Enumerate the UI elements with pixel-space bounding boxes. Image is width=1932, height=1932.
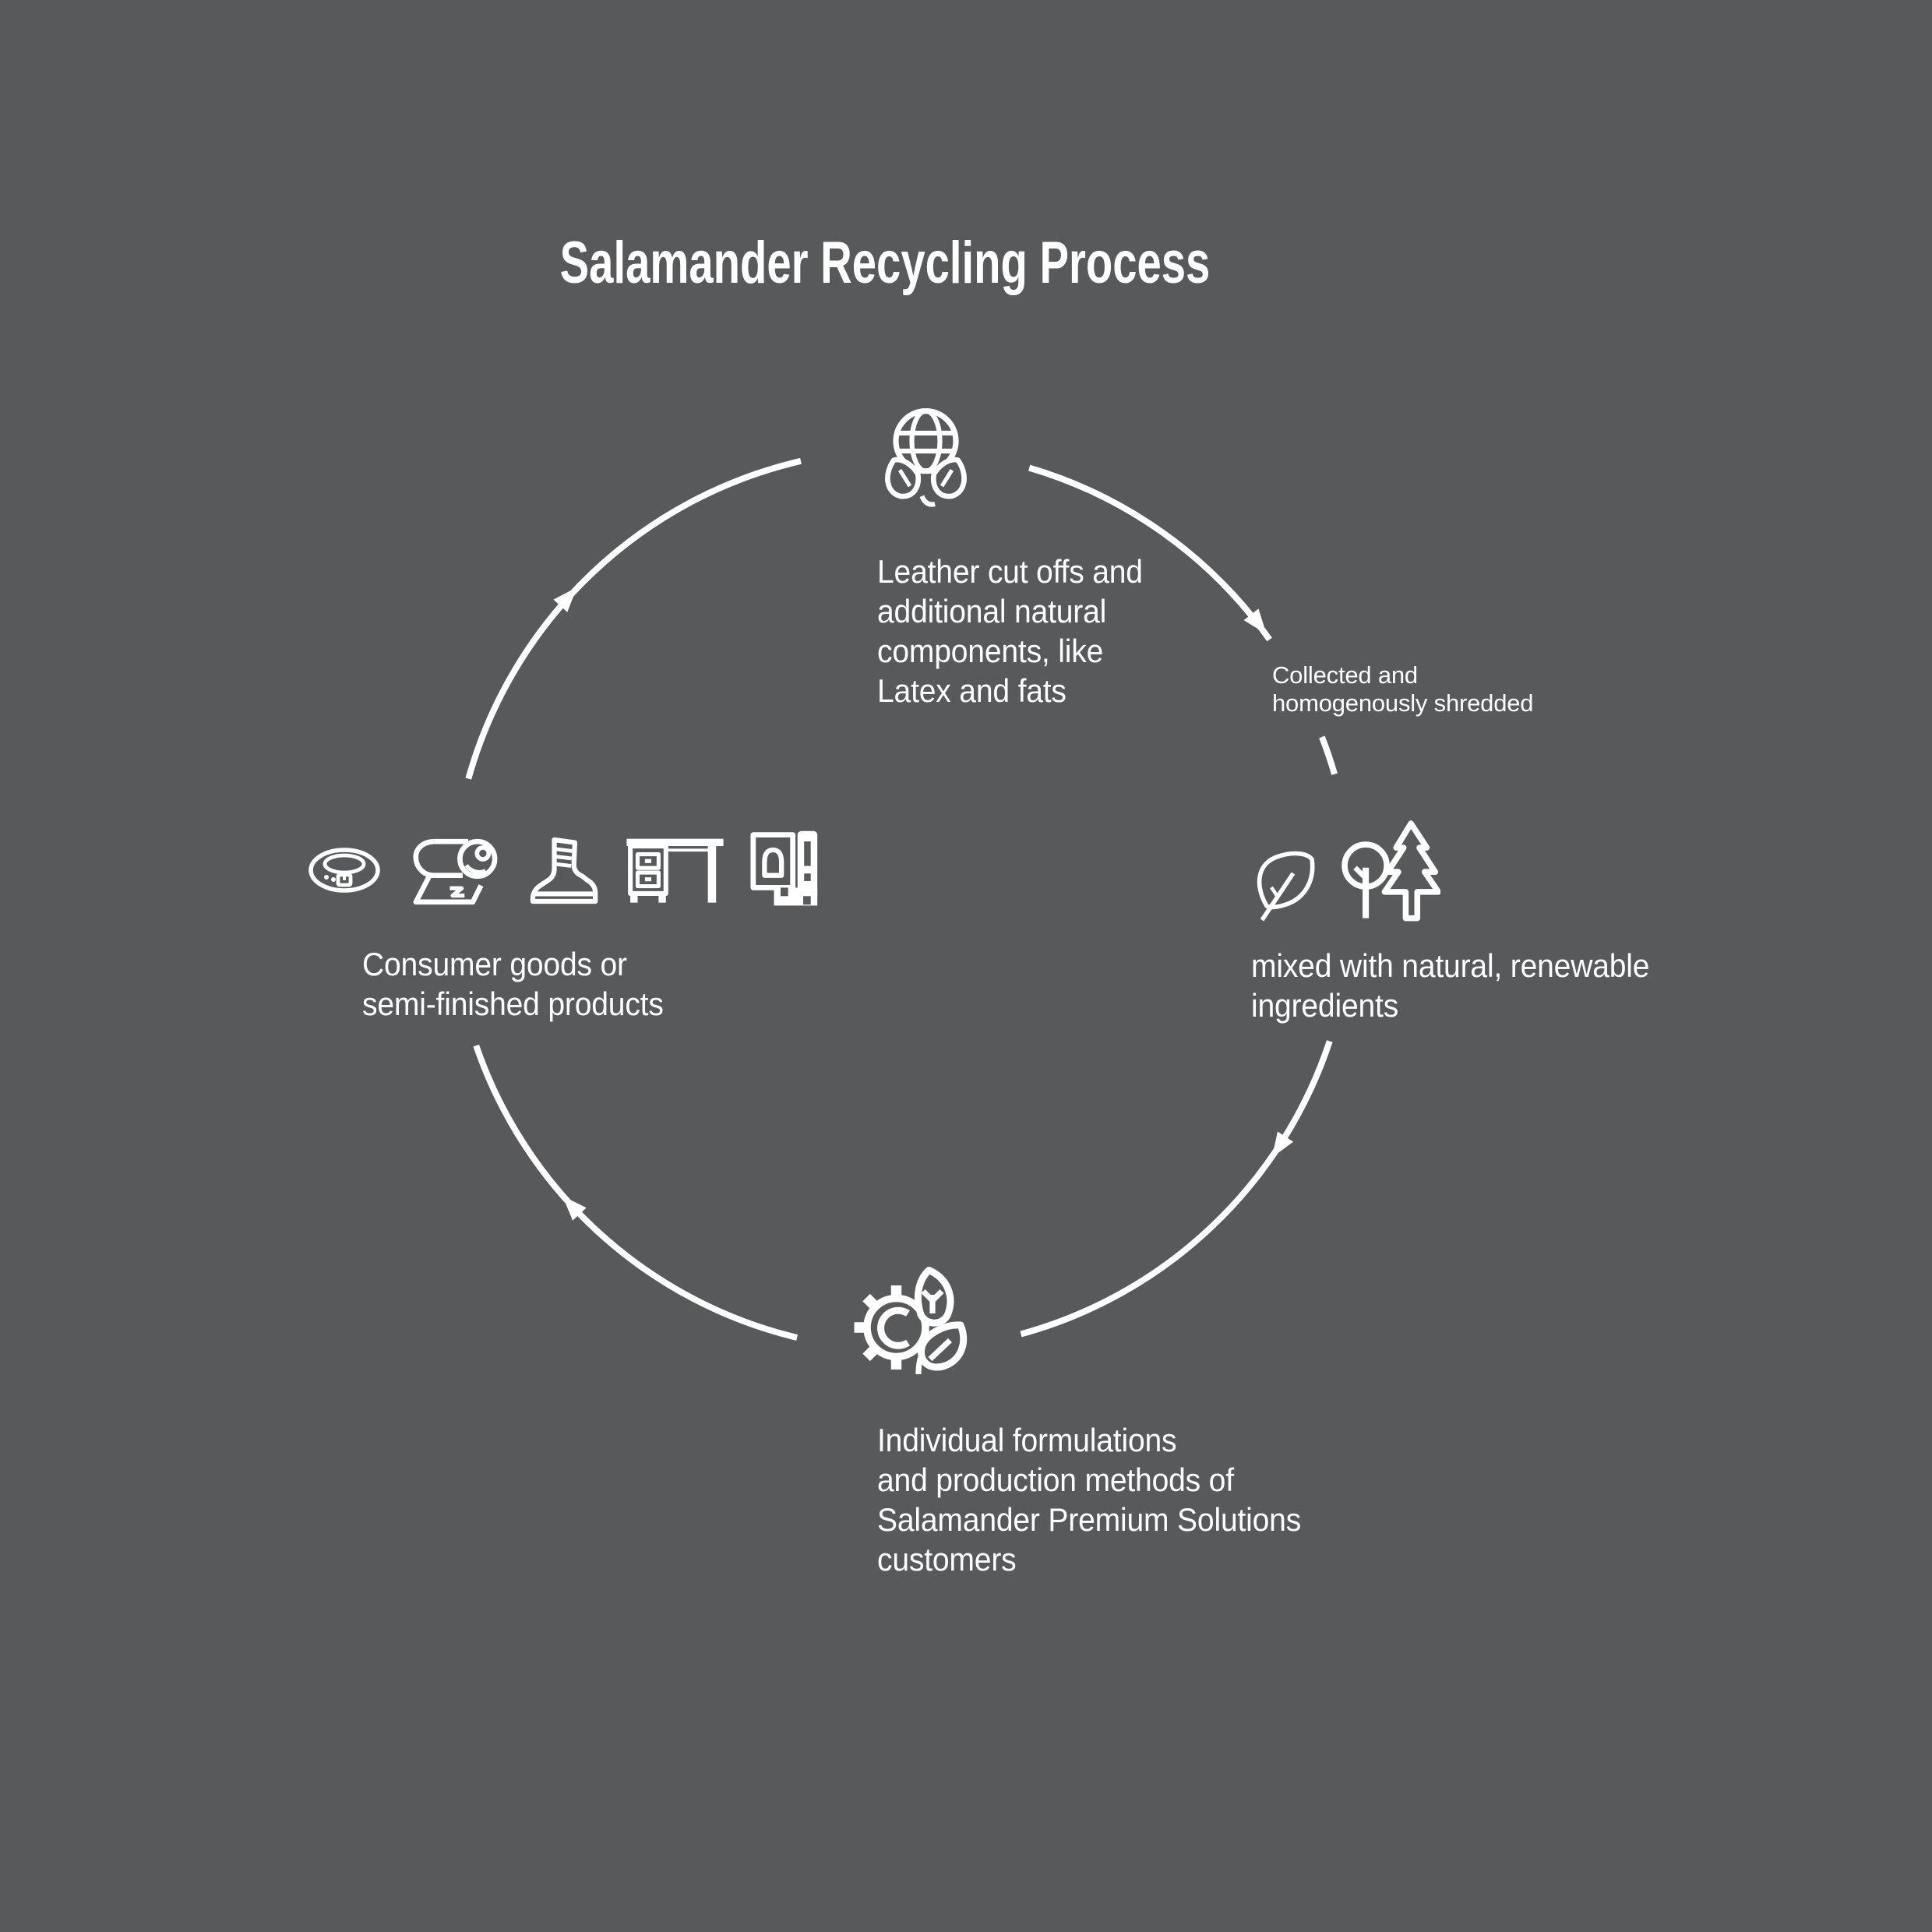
cycle-arc-bottom-left	[473, 1044, 799, 1341]
gear-leaf-icon	[851, 1264, 969, 1377]
cycle-arc-bottom-right	[1020, 1040, 1333, 1338]
desk-icon	[626, 835, 724, 904]
boot-icon	[527, 835, 600, 906]
arrowhead-top-left	[553, 587, 577, 612]
cycle-arc-top-right	[1028, 464, 1272, 642]
stage-collection-shredding-text: Collected and homogenously shredded	[1272, 661, 1534, 717]
arrowhead-bottom-left	[562, 1196, 587, 1221]
stage-mixing-text: mixed with natural, renewable ingredient…	[1251, 947, 1650, 1024]
page-title: Salamander Recycling Process	[559, 230, 1211, 296]
bag-icon	[749, 828, 821, 908]
trees-icon	[1341, 816, 1440, 923]
arrowhead-bottom-right	[1271, 1131, 1294, 1158]
stage-products-text: Consumer goods or semi-finished products	[362, 946, 664, 1022]
arrowhead-top-right	[1243, 608, 1267, 634]
cycle-arc-top-left	[465, 457, 802, 780]
leaf-icon	[1253, 847, 1317, 922]
stage-production-text: Individual formulations and production m…	[877, 1422, 1302, 1578]
leather-roll-icon	[411, 837, 499, 906]
globe-leaves-icon	[882, 406, 970, 510]
belt-icon	[308, 848, 380, 893]
stage-raw-materials-text: Leather cut offs and additional natural …	[877, 553, 1143, 709]
cycle-arc-dash-right	[1319, 735, 1338, 775]
